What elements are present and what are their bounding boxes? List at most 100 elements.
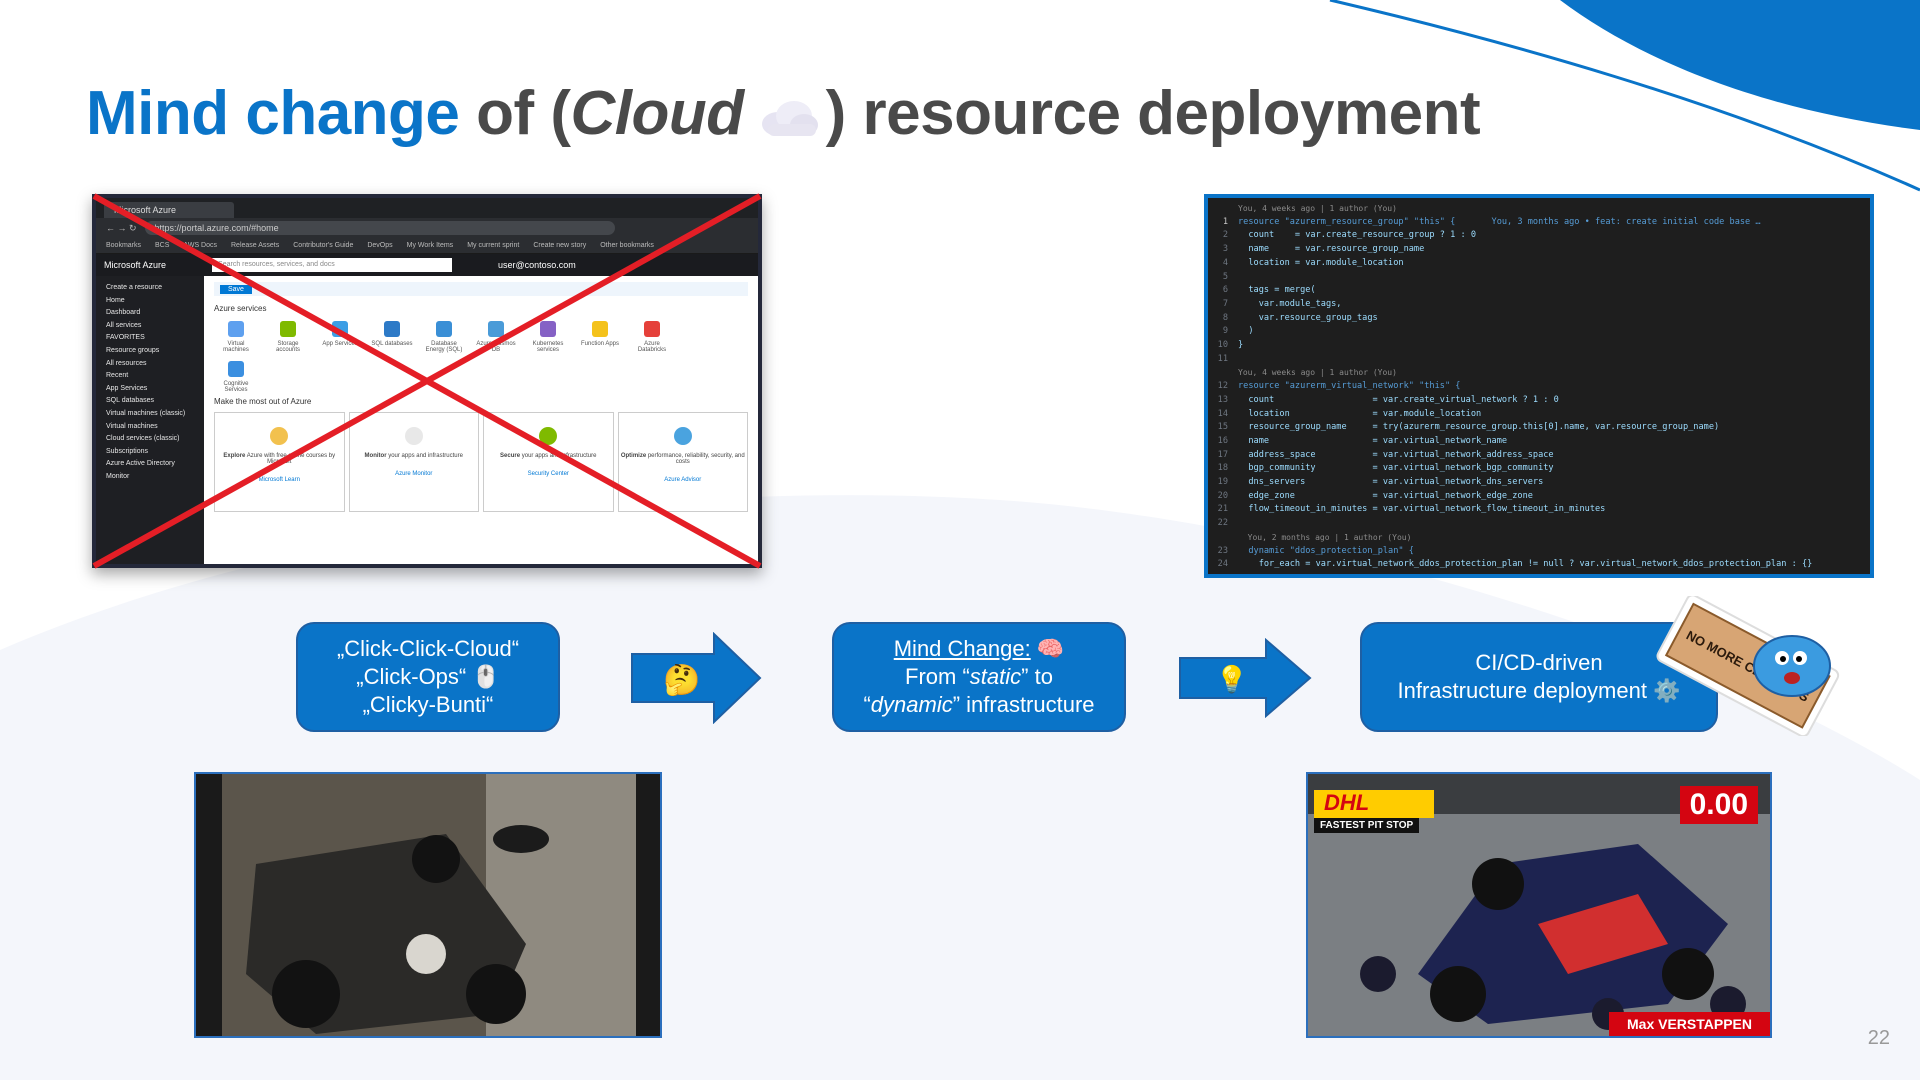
monitor-icon	[404, 427, 423, 445]
services-row: Virtual machines Storage accounts App Se…	[214, 321, 748, 353]
code-text: count = var.create_virtual_network ? 1 :…	[1238, 394, 1559, 405]
sidebar-item: All resources	[106, 359, 147, 367]
code-line: 14 location = var.module_location	[1208, 408, 1870, 422]
code-line: 20 edge_zone = var.virtual_network_edge_…	[1208, 490, 1870, 504]
code-line: 6 tags = merge(	[1208, 284, 1870, 298]
azure-header: Microsoft Azure Search resources, servic…	[96, 254, 758, 276]
no-more-click-ops-sticker: NO MORE CLICK OPS	[1656, 596, 1840, 736]
sidebar-item: Monitor	[106, 472, 130, 480]
vintage-pitstop-photo	[194, 772, 662, 1038]
sidebar-item: Home	[106, 296, 125, 304]
cognitive-icon	[228, 361, 244, 377]
sidebar-item: Subscriptions	[106, 447, 149, 455]
title-highlight: Mind change	[86, 79, 460, 148]
title-text: of (	[459, 79, 571, 148]
line-number: 2	[1222, 230, 1228, 241]
code-text: name = var.virtual_network_name	[1238, 435, 1508, 446]
code-line: 23 dynamic "ddos_protection_plan" {	[1208, 545, 1870, 559]
bookmark: My Work Items	[406, 242, 454, 249]
bookmark: My current sprint	[467, 242, 520, 249]
cosmos-icon	[488, 321, 504, 337]
databricks-icon	[644, 321, 660, 337]
bookmark: BCS	[155, 242, 170, 249]
bookmark: Release Assets	[231, 242, 280, 249]
line-number: 20	[1217, 490, 1228, 501]
arrow-right-icon: 💡	[1179, 638, 1312, 718]
line-number: 10	[1217, 340, 1228, 351]
bookmark: Other bookmarks	[600, 242, 654, 249]
code-line: 3 name = var.resource_group_name	[1208, 243, 1870, 257]
code-text: }	[1238, 340, 1244, 351]
cicd-line: Infrastructure deployment ⚙️	[1397, 678, 1681, 703]
code-line: 8 var.resource_group_tags	[1208, 312, 1870, 326]
vintage-race-car-image	[196, 774, 660, 1036]
service-tile: App Services	[318, 321, 362, 353]
sidebar-item: SQL databases	[106, 397, 154, 405]
line-number: 6	[1222, 285, 1228, 296]
code-text: location = var.module_location	[1238, 408, 1482, 419]
code-text: resource "azurerm_virtual_network" "this…	[1238, 381, 1461, 392]
code-text: name = var.resource_group_name	[1238, 244, 1425, 255]
line-number: 16	[1217, 435, 1228, 446]
storage-icon	[280, 321, 296, 337]
url-field: https://portal.azure.com/#home	[144, 221, 615, 235]
line-number: 21	[1217, 504, 1228, 515]
vm-icon	[228, 321, 244, 337]
code-line: 18 bgp_community = var.virtual_network_b…	[1208, 462, 1870, 476]
code-text: tags = merge(	[1238, 285, 1316, 296]
line-number: 9	[1222, 326, 1228, 337]
code-line: 4 location = var.module_location	[1208, 257, 1870, 271]
code-line: 11	[1208, 353, 1870, 367]
code-line: 5	[1208, 271, 1870, 285]
services-row-2: Cognitive Services	[214, 361, 748, 393]
mind-change-box: Mind Change: 🧠 From “static” to “dynamic…	[832, 622, 1126, 732]
mind-change-line3: “dynamic” infrastructure	[863, 692, 1095, 717]
line-number: 22	[1217, 518, 1228, 529]
box1-line: „Click-Click-Cloud“	[336, 636, 520, 661]
cicd-line: CI/CD-driven	[1475, 650, 1603, 675]
sidebar-item: Create a resource	[106, 284, 163, 291]
thinking-face-icon: 🤔	[663, 663, 700, 697]
kubernetes-icon	[540, 321, 556, 337]
arrow-right-icon: 🤔	[631, 632, 762, 724]
service-tile: Function Apps	[578, 321, 622, 353]
function-icon	[592, 321, 608, 337]
sidebar-item: Virtual machines (classic)	[106, 409, 186, 417]
code-text: for_each = var.virtual_network_ddos_prot…	[1238, 559, 1813, 570]
code-line: 9 )	[1208, 325, 1870, 339]
git-blame-annotation: You, 4 weeks ago | 1 author (You)	[1238, 368, 1397, 378]
line-number: 7	[1222, 298, 1228, 309]
line-number: 15	[1217, 422, 1228, 433]
bookmark: DevOps	[367, 242, 393, 249]
code-text: bgp_community = var.virtual_network_bgp_…	[1238, 463, 1554, 474]
sidebar-item: Resource groups	[106, 346, 160, 354]
azure-portal-screenshot: Microsoft Azure ← → ↻ https://portal.azu…	[92, 194, 762, 568]
code-text: address_space = var.virtual_network_addr…	[1238, 449, 1554, 460]
light-bulb-icon: 💡	[1216, 664, 1248, 694]
service-tile: Virtual machines	[214, 321, 258, 353]
bookmark: AWS Docs	[183, 242, 217, 249]
sql-icon	[384, 321, 400, 337]
bookmark: Contributor's Guide	[293, 242, 354, 249]
service-tile: Azure Cosmos DB	[474, 321, 518, 353]
sidebar-item: FAVORITES	[106, 334, 145, 342]
sidebar-item: Recent	[106, 372, 129, 380]
code-text: )	[1238, 326, 1254, 337]
slide-title: Mind change of (Cloud ) resource deploym…	[86, 78, 1481, 149]
line-number	[1208, 202, 1238, 216]
code-text: edge_zone = var.virtual_network_edge_zon…	[1238, 490, 1533, 501]
sidebar-item: All services	[106, 321, 142, 329]
services-heading: Azure services	[214, 304, 267, 313]
nav-arrows-icon: ← → ↻	[106, 222, 137, 233]
mind-change-heading: Mind Change: 🧠	[893, 636, 1065, 661]
security-icon	[539, 427, 558, 445]
code-text: resource_group_name = try(azurerm_resour…	[1238, 422, 1720, 433]
line-number: 17	[1217, 449, 1228, 460]
code-line: 2 count = var.create_resource_group ? 1 …	[1208, 229, 1870, 243]
code-line: You, 4 weeks ago | 1 author (You)	[1208, 366, 1870, 380]
line-number	[1208, 366, 1238, 380]
line-number: 14	[1217, 408, 1228, 419]
